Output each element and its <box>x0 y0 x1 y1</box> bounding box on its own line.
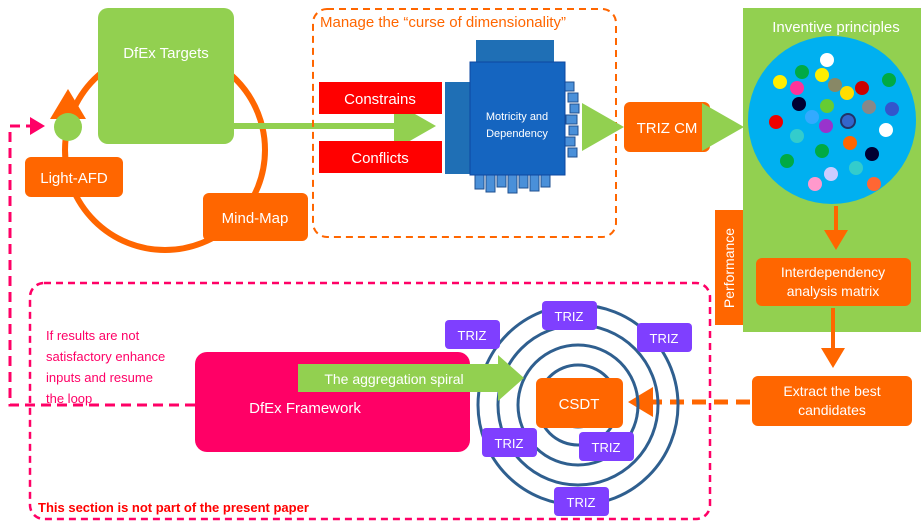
aggregation-spiral-arrow: The aggregation spiral <box>298 355 524 401</box>
feedback-note-line4: the loop <box>46 391 92 406</box>
feedback-note-line2: satisfactory enhance <box>46 349 165 364</box>
triz-badge-label: TRIZ <box>567 495 596 510</box>
csdt-label: CSDT <box>559 396 600 413</box>
triz-badge-label: TRIZ <box>592 440 621 455</box>
motricity-label-line1: Motricity and <box>486 111 548 123</box>
motricity-label-line2: Dependency <box>486 128 548 140</box>
principle-dot <box>769 115 783 129</box>
light-afd-label: Light-AFD <box>40 170 108 187</box>
feedback-loop-line <box>8 117 195 407</box>
feedback-note-line3: inputs and resume <box>46 370 153 385</box>
principle-dot <box>824 167 838 181</box>
section-note: This section is not part of the present … <box>38 500 309 515</box>
triz-badge-label: TRIZ <box>458 328 487 343</box>
principle-dot <box>780 154 794 168</box>
dfex-targets-label: DfEx Targets <box>123 45 209 62</box>
principle-dot <box>865 147 879 161</box>
principle-dot <box>773 75 787 89</box>
constrains-label: Constrains <box>344 91 416 108</box>
principle-dot <box>828 78 842 92</box>
triz-badge-label: TRIZ <box>555 309 584 324</box>
constrains-node[interactable]: Constrains <box>319 82 442 114</box>
interdependency-label-line1: Interdependency <box>781 264 885 280</box>
triz-cm-node[interactable]: TRIZ CM <box>624 102 710 152</box>
extract-label-line1: Extract the best <box>783 383 880 399</box>
triz-badge[interactable]: TRIZ <box>637 323 692 352</box>
aggregation-spiral-label: The aggregation spiral <box>324 371 463 387</box>
interdependency-node[interactable]: Interdependency analysis matrix <box>756 258 911 306</box>
principle-dot <box>792 97 806 111</box>
triz-badge[interactable]: TRIZ <box>445 320 500 349</box>
principle-dot <box>867 177 881 191</box>
light-afd-junction <box>54 113 82 141</box>
conflicts-label: Conflicts <box>351 150 409 167</box>
principle-dot <box>815 144 829 158</box>
principle-dot <box>879 123 893 137</box>
principle-dot <box>790 81 804 95</box>
triz-cm-label: TRIZ CM <box>637 120 698 137</box>
principle-dot <box>819 119 833 133</box>
triz-badge[interactable]: TRIZ <box>542 301 597 330</box>
spiral-ring <box>516 343 640 467</box>
principle-dot <box>820 53 834 67</box>
principle-dot <box>795 65 809 79</box>
principle-dot <box>808 177 822 191</box>
principle-dot <box>862 100 876 114</box>
future-section-box <box>28 281 712 521</box>
dfex-targets-node[interactable]: DfEx Targets <box>98 8 234 144</box>
principle-dot <box>840 86 854 100</box>
triz-badge-label: TRIZ <box>650 331 679 346</box>
extract-candidates-node[interactable]: Extract the best candidates <box>752 376 912 426</box>
triz-badge-label: TRIZ <box>495 436 524 451</box>
performance-label: Performance <box>721 228 737 308</box>
principle-dot <box>840 113 856 129</box>
principle-dot <box>805 110 819 124</box>
feedback-note-line1: If results are not <box>46 328 140 343</box>
principle-dot <box>843 136 857 150</box>
principle-dot <box>790 129 804 143</box>
principle-dot <box>855 81 869 95</box>
mind-map-label: Mind-Map <box>222 210 289 227</box>
performance-label-box: Performance <box>715 210 743 325</box>
csdt-node[interactable]: CSDT <box>536 378 623 428</box>
principle-dot <box>820 99 834 113</box>
mind-map-node[interactable]: Mind-Map <box>203 193 308 241</box>
principle-dots <box>769 53 899 191</box>
principle-dot <box>885 102 899 116</box>
interdependency-label-line2: analysis matrix <box>787 283 880 299</box>
motricity-dependency-node[interactable]: Motricity and Dependency <box>445 40 580 194</box>
triz-badge[interactable]: TRIZ <box>579 432 634 461</box>
light-afd-node[interactable]: Light-AFD <box>25 157 123 197</box>
curse-title: Manage the “curse of dimensionality” <box>320 14 566 31</box>
dfex-framework-label: DfEx Framework <box>249 400 361 417</box>
triz-badge[interactable]: TRIZ <box>482 428 537 457</box>
principle-dot <box>815 68 829 82</box>
conflicts-node[interactable]: Conflicts <box>319 141 442 173</box>
inventive-principles-label: Inventive principles <box>772 19 900 36</box>
triz-badge[interactable]: TRIZ <box>554 487 609 516</box>
principle-dot <box>849 161 863 175</box>
principle-dot <box>882 73 896 87</box>
extract-label-line2: candidates <box>798 402 866 418</box>
